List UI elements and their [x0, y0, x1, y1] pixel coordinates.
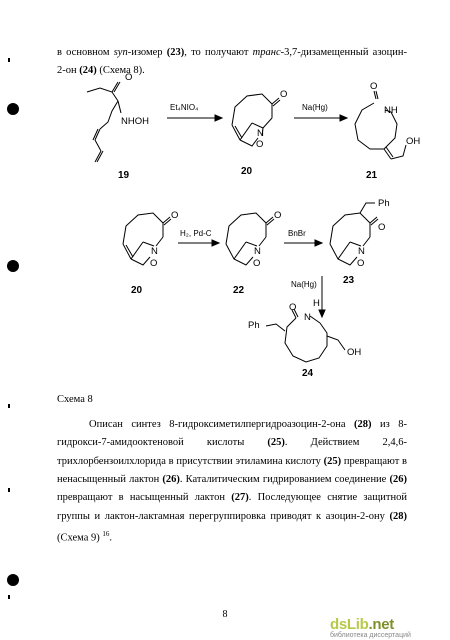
reagent-nahg-1: Na(Hg): [302, 103, 328, 112]
c23-label: 23: [343, 275, 355, 286]
c21-atom-o: O: [370, 81, 377, 92]
reagent-h2-pdc: H₂, Pd-C: [180, 229, 212, 238]
c19-atom-nhoh: NHOH: [121, 116, 149, 127]
reagent-bnbr: BnBr: [288, 229, 306, 238]
para-line-2: гидрокси-7-амидооктеновой кислоты (25). …: [57, 437, 407, 448]
para-line-6: группы и лактон-лактамная перегруппировк…: [57, 511, 407, 522]
c19-atom-o: O: [125, 72, 132, 83]
margin-dot: [7, 260, 19, 272]
margin-tick: [8, 488, 10, 492]
c24-atom-oh: OH: [347, 347, 361, 358]
margin-tick: [8, 58, 10, 62]
c20-label: 20: [241, 166, 253, 177]
c24-atom-n: N: [304, 312, 311, 323]
c24-atom-o: O: [289, 302, 296, 313]
margin-tick: [8, 404, 10, 408]
c20-atom-ring-o: O: [256, 139, 263, 150]
intro-line-1: в основном syn-изомер (23), то получают …: [57, 47, 408, 58]
c24-atom-h: H: [313, 298, 320, 309]
margin-dot: [7, 103, 19, 115]
c21-label: 21: [366, 170, 378, 181]
compound-22-structure: [225, 212, 275, 266]
c21-atom-oh: OH: [406, 136, 420, 147]
compound-21-structure: [354, 90, 407, 160]
compound-23-structure: [329, 202, 379, 266]
c21-atom-nh: NH: [384, 105, 398, 116]
reagent-et4nio4: Et₄NIO₄: [170, 103, 198, 112]
para-line-3: трихлорбензоилхлорида в присутствии этил…: [57, 456, 407, 467]
c20b-atom-ring-o: O: [150, 258, 157, 269]
compound-20b-structure: [122, 212, 172, 266]
reaction-scheme: O NHOH 19 Et₄NIO₄ O N O 20 Na(Hg) O NH O…: [86, 72, 420, 379]
dslib-logo: dsLib.net: [330, 616, 394, 633]
page-number: 8: [222, 609, 228, 620]
para-line-5: превращают в насыщенный лактон (27). Пос…: [57, 492, 407, 503]
compound-19-structure: [86, 81, 122, 163]
c23-atom-n: N: [358, 246, 365, 257]
c24-label: 24: [302, 368, 314, 379]
c24-atom-ph: Ph: [248, 320, 260, 331]
c22-atom-n: N: [254, 246, 261, 257]
margin-dot: [7, 574, 19, 586]
c20b-atom-n: N: [151, 246, 158, 257]
c20-atom-n: N: [257, 128, 264, 139]
margin-tick: [8, 595, 10, 599]
c22-atom-ring-o: O: [253, 258, 260, 269]
para-line-7: (Схема 9) 16.: [57, 530, 113, 544]
reagent-nahg-2: Na(Hg): [291, 280, 317, 289]
c20b-atom-o: O: [171, 210, 178, 221]
c22-atom-o: O: [274, 210, 281, 221]
para-line-1: Описан синтез 8-гидроксиметилпергидроазо…: [89, 419, 408, 430]
c20b-label: 20: [131, 285, 143, 296]
c19-label: 19: [118, 170, 130, 181]
dslib-watermark[interactable]: dsLib.net библиотека диссертаций: [330, 616, 445, 639]
para-line-4: ненасыщенный лактон (26). Каталитическим…: [57, 474, 407, 485]
intro-line-2: 2-он (24) (Схема 8).: [57, 65, 145, 76]
dslib-subtitle: библиотека диссертаций: [330, 632, 411, 639]
c23-atom-ph: Ph: [378, 198, 390, 209]
c23-atom-ring-o: O: [357, 258, 364, 269]
c23-atom-o: O: [378, 222, 385, 233]
compound-20-structure: [231, 93, 281, 147]
c22-label: 22: [233, 285, 245, 296]
scheme-caption: Схема 8: [57, 394, 93, 405]
c20-atom-o: O: [280, 89, 287, 100]
compound-24-structure: [265, 308, 346, 363]
